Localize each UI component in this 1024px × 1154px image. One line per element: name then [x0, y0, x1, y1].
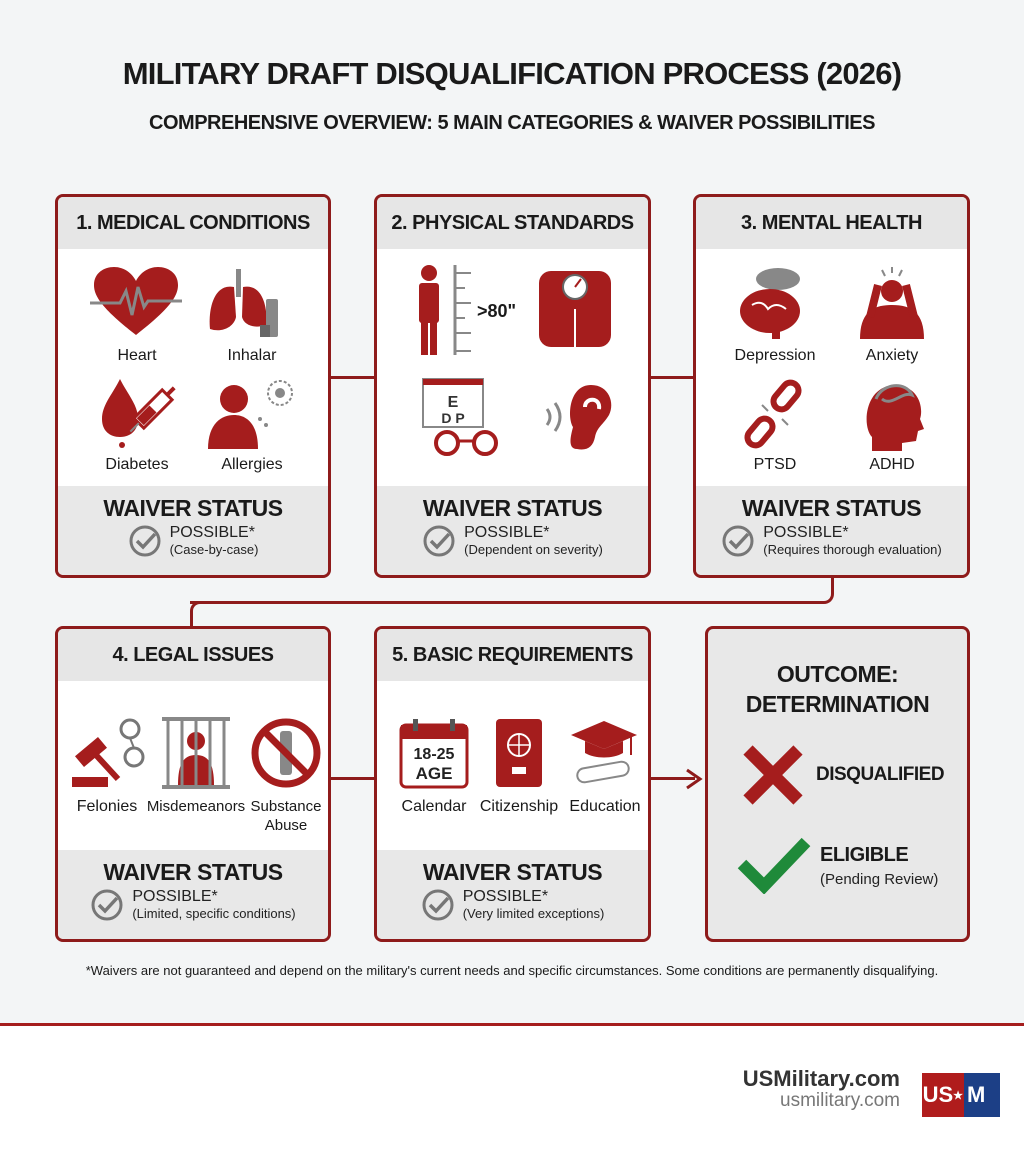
- heart-icon: [90, 267, 182, 337]
- outcome-title-line2: DETERMINATION: [745, 691, 930, 717]
- brain-cloud-icon: [738, 265, 808, 341]
- panel-title: 4. LEGAL ISSUES: [58, 629, 328, 681]
- panel-legal-issues: 4. LEGAL ISSUES Felonies Misdemeanors Su…: [55, 626, 331, 942]
- panel-title: 2. PHYSICAL STANDARDS: [377, 197, 648, 249]
- waiver-note: (Dependent on severity): [464, 542, 603, 557]
- waiver-title: WAIVER STATUS: [422, 495, 603, 521]
- waiver-section: WAIVER STATUS POSSIBLE*(Dependent on sev…: [377, 486, 648, 575]
- waiver-title: WAIVER STATUS: [103, 859, 283, 885]
- item-label: Diabetes: [105, 456, 169, 473]
- no-substance-icon: [250, 717, 322, 789]
- panel-title: 3. MENTAL HEALTH: [696, 197, 967, 249]
- waiver-title: WAIVER STATUS: [422, 859, 603, 885]
- panel-medical-conditions: 1. MEDICAL CONDITIONS Heart Inhalar Diab…: [55, 194, 331, 578]
- height-label: >80": [477, 301, 517, 321]
- check-circle-icon: [423, 525, 455, 557]
- eligible-label: ELIGIBLE: [820, 844, 909, 866]
- disqualified-label: DISQUALIFIED: [816, 764, 945, 785]
- check-mark-icon: [737, 837, 811, 894]
- panel-title: 5. BASIC REQUIREMENTS: [377, 629, 648, 681]
- waiver-status: POSSIBLE*: [462, 888, 549, 905]
- gavel-handcuffs-icon: [68, 717, 148, 789]
- waiver-note: (Requires thorough evaluation): [763, 542, 942, 557]
- page-title: MILITARY DRAFT DISQUALIFICATION PROCESS …: [122, 56, 902, 91]
- waiver-note: (Limited, specific conditions): [132, 906, 296, 921]
- scale-icon: [537, 269, 613, 349]
- item-label: Substance Abuse: [250, 798, 322, 834]
- item-label: Calendar: [401, 798, 467, 815]
- item-label: PTSD: [753, 456, 797, 473]
- chart-letters-dp: D P: [441, 410, 464, 426]
- chart-letter-e: E: [448, 394, 459, 411]
- panel-title: 1. MEDICAL CONDITIONS: [58, 197, 328, 249]
- eligible-note: (Pending Review): [820, 871, 939, 888]
- anxiety-person-icon: [852, 267, 932, 339]
- waiver-status: POSSIBLE*: [132, 888, 218, 905]
- item-label: Heart: [117, 347, 157, 364]
- passport-icon: [494, 717, 544, 789]
- lungs-inhaler-icon: [208, 269, 298, 339]
- item-label: Inhalar: [227, 347, 277, 364]
- check-circle-icon: [422, 889, 454, 921]
- waiver-section: WAIVER STATUS POSSIBLE*(Requires thoroug…: [696, 486, 967, 575]
- calendar-age: AGE: [416, 764, 453, 783]
- waiver-section: WAIVER STATUS POSSIBLE*(Very limited exc…: [377, 850, 648, 939]
- check-circle-icon: [129, 525, 161, 557]
- brand-name: USMilitary.com: [742, 1066, 900, 1091]
- connector-1-2: [330, 376, 374, 379]
- page-subtitle: COMPREHENSIVE OVERVIEW: 5 MAIN CATEGORIE…: [149, 112, 875, 134]
- item-label: Allergies: [221, 456, 283, 473]
- waiver-title: WAIVER STATUS: [103, 495, 283, 521]
- item-label: ADHD: [869, 456, 915, 473]
- waiver-note: (Case-by-case): [169, 542, 259, 557]
- outcome-title-line1: OUTCOME:: [776, 661, 899, 687]
- broken-chain-icon: [738, 377, 812, 451]
- connector-2-3: [650, 376, 693, 379]
- panel-outcome: OUTCOME: DETERMINATION DISQUALIFIED ELIG…: [705, 626, 970, 942]
- item-label: Citizenship: [479, 798, 559, 815]
- waiver-section: WAIVER STATUS POSSIBLE*(Limited, specifi…: [58, 850, 328, 939]
- connector-3-4b: [190, 601, 210, 627]
- footer: USMilitary.com usmilitary.com US★ M: [0, 1026, 1024, 1154]
- height-ruler-icon: [415, 263, 475, 359]
- footer-divider: [0, 1023, 1024, 1026]
- item-label: Anxiety: [865, 347, 919, 364]
- waiver-title: WAIVER STATUS: [741, 495, 922, 521]
- ear-hearing-icon: [537, 379, 617, 455]
- jail-bars-icon: [162, 717, 230, 789]
- waiver-status: POSSIBLE*: [169, 524, 255, 541]
- calendar-range: 18-25: [414, 746, 455, 763]
- connector-5-outcome: [650, 777, 695, 780]
- item-label: Education: [569, 798, 641, 815]
- graduation-cap-diploma-icon: [569, 717, 639, 787]
- waiver-section: WAIVER STATUS POSSIBLE*(Case-by-case): [58, 486, 328, 575]
- usm-logo: US★ M: [922, 1073, 1000, 1117]
- allergy-sneeze-icon: [208, 379, 298, 449]
- adhd-head-icon: [862, 377, 926, 451]
- waiver-status: POSSIBLE*: [464, 524, 550, 541]
- arrow-head-icon: [686, 768, 703, 790]
- footnote: *Waivers are not guaranteed and depend o…: [85, 963, 939, 978]
- x-mark-icon: [743, 745, 803, 805]
- panel-mental-health: 3. MENTAL HEALTH Depression Anxiety PTSD…: [693, 194, 970, 578]
- connector-4-5: [330, 777, 374, 780]
- check-circle-icon: [91, 889, 123, 921]
- brand-url: usmilitary.com: [780, 1090, 900, 1111]
- waiver-status: POSSIBLE*: [763, 524, 849, 541]
- connector-3-4: [190, 577, 834, 604]
- item-label: Felonies: [76, 798, 138, 815]
- item-label: Misdemeanors: [146, 798, 246, 815]
- waiver-note: (Very limited exceptions): [462, 906, 605, 921]
- blood-drop-syringe-icon: [98, 379, 178, 451]
- check-circle-icon: [722, 525, 754, 557]
- item-label: Depression: [734, 347, 816, 364]
